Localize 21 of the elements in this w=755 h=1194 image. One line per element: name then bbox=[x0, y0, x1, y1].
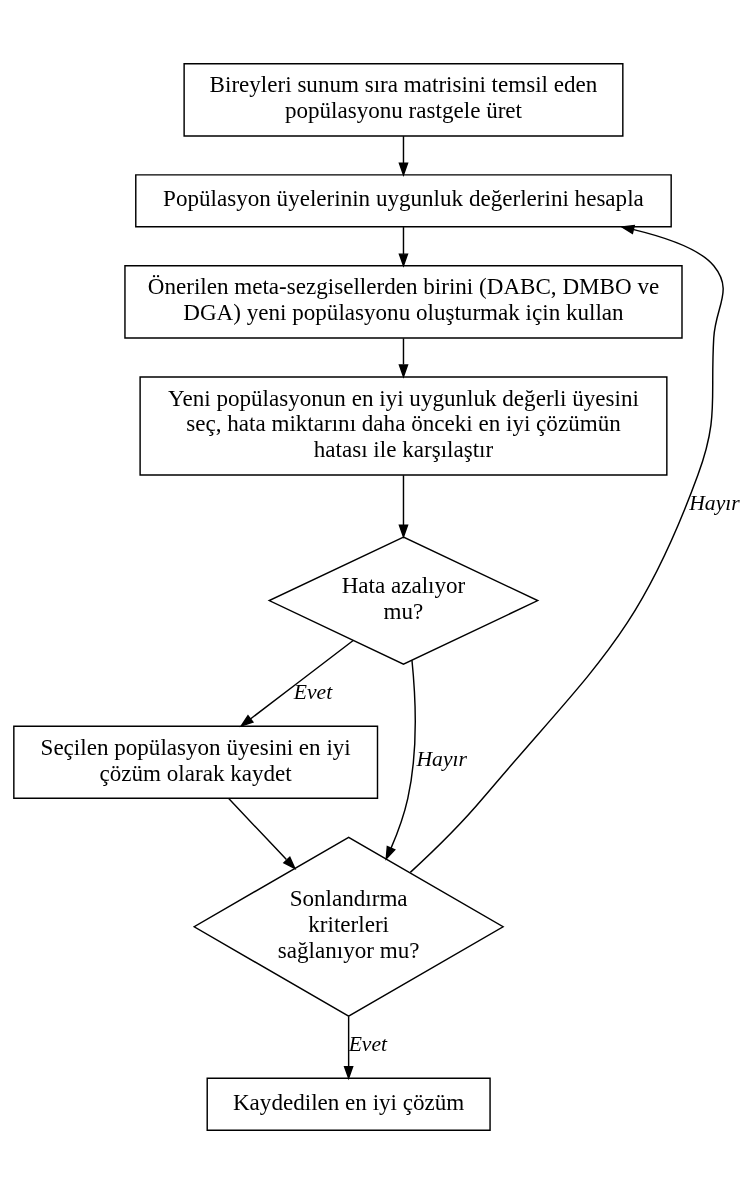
arrow bbox=[409, 224, 724, 874]
arrow bbox=[398, 226, 409, 268]
node-box: Kaydedilen en iyi çözüm bbox=[206, 1077, 491, 1131]
node-box: Popülasyon üyelerinin uygunluk değerlerini hesapla bbox=[135, 174, 672, 228]
node-diamond: Sonlandırma kriterleri sağlanıyor mu? bbox=[192, 836, 505, 1018]
arrow bbox=[398, 474, 409, 539]
arrow bbox=[398, 135, 409, 177]
node-diamond: Hata azalıyor mu? bbox=[267, 536, 540, 665]
arrow bbox=[398, 337, 409, 379]
edge-label: Hayır bbox=[689, 490, 740, 515]
arrow bbox=[227, 797, 297, 870]
node-box: Seçilen popülasyon üyesini en iyi çözüm olarak kaydet bbox=[13, 725, 379, 800]
arrow bbox=[385, 659, 416, 861]
node-box: Önerilen meta-sezgisellerden birini (DABC, DMBO ve DGA) yeni popülasyonu oluşturmak için kullan bbox=[124, 265, 683, 339]
node-box: Yeni popülasyonun en iyi uygunluk değerli üyesini seç, hata miktarını daha önceki en iyi çözümün hatası ile karşılaştır bbox=[139, 376, 668, 476]
arrow bbox=[239, 639, 354, 728]
edge-label: Hayır bbox=[416, 746, 467, 771]
arrow bbox=[343, 1015, 354, 1081]
edge-label: Evet bbox=[293, 679, 333, 704]
node-box: Bireyleri sunum sıra matrisini temsil eden popülasyonu rastgele üret bbox=[183, 63, 624, 137]
edge-label: Evet bbox=[348, 1031, 388, 1056]
